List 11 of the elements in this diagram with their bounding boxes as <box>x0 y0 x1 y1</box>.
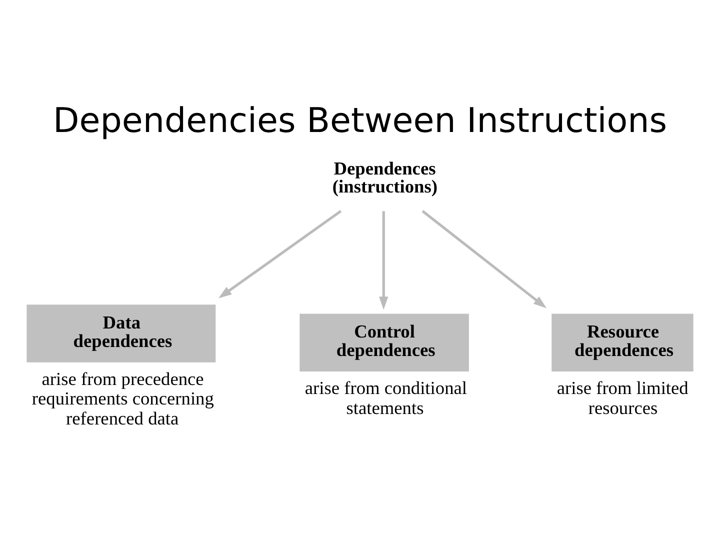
node-box: Data dependences <box>26 304 216 362</box>
node-box: Control dependences <box>300 313 469 372</box>
node-text: Dependences (instructions) <box>332 158 438 196</box>
node-box: Resource dependences <box>552 313 694 372</box>
diagram-title: Dependencies Between Instructions <box>52 100 668 140</box>
node-label: arise from limited resources <box>556 378 688 418</box>
arrow <box>379 210 388 310</box>
node-label: arise from conditional statements <box>304 378 468 418</box>
arrow <box>218 210 342 298</box>
arrow <box>422 210 547 308</box>
node-label: arise from precedence requirements concerning referenced data <box>32 368 214 428</box>
